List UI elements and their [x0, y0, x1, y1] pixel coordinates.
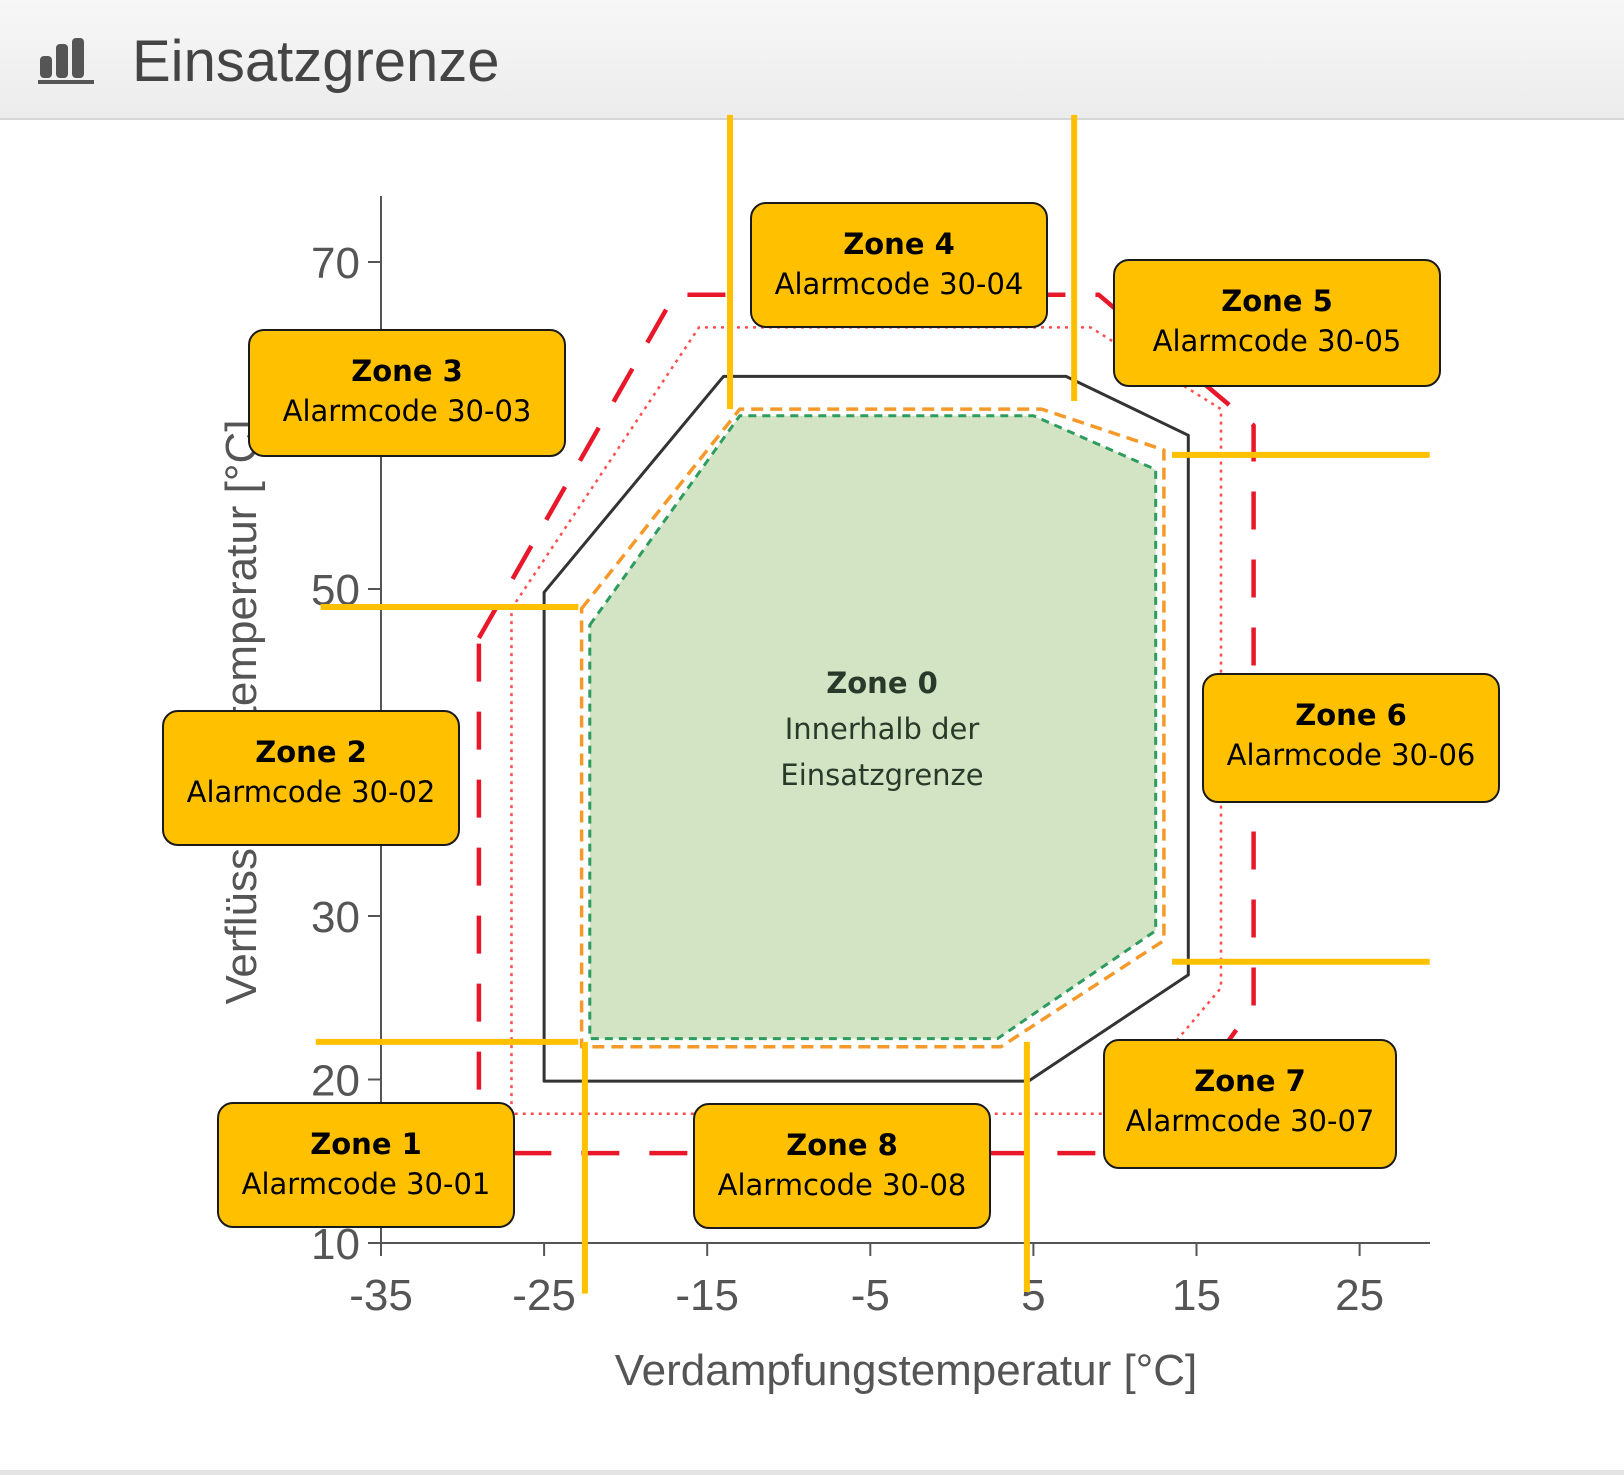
y-tick-label: 70: [311, 239, 360, 288]
envelope-orange-dashed: [579, 407, 1166, 1049]
zone-name: Zone 7: [1194, 1064, 1306, 1098]
y-tick-label: 30: [311, 893, 360, 942]
bar-chart-icon: [38, 38, 94, 84]
y-tick-label: 20: [311, 1057, 360, 1106]
zone-7-box: Zone 7 Alarmcode 30-07: [1103, 1039, 1397, 1169]
zone-alarm-code: Alarmcode 30-06: [1226, 738, 1476, 772]
zone-alarm-code: Alarmcode 30-07: [1125, 1104, 1375, 1138]
zone-alarm-code: Alarmcode 30-05: [1152, 324, 1402, 358]
x-tick-label: 25: [1335, 1271, 1384, 1320]
zone-alarm-code: Alarmcode 30-08: [717, 1168, 967, 1202]
window-titlebar: Einsatzgrenze: [0, 0, 1624, 120]
x-axis-title: Verdampfungstemperatur [°C]: [615, 1346, 1198, 1395]
x-tick-label: -25: [512, 1271, 576, 1320]
x-tick-label: -15: [675, 1271, 739, 1320]
zone-6-box: Zone 6 Alarmcode 30-06: [1202, 673, 1500, 803]
zone-dividers: [315, 114, 1430, 1294]
zone-alarm-code: Alarmcode 30-04: [774, 267, 1024, 301]
window-bottom-border: [0, 1470, 1624, 1475]
zone-name: Zone 5: [1221, 284, 1333, 318]
zone-name: Zone 3: [351, 354, 463, 388]
zone-0-label: Zone 0 Innerhalb der Einsatzgrenze: [732, 660, 1032, 798]
zone-name: Zone 1: [310, 1127, 422, 1161]
zone-0-name: Zone 0: [826, 666, 938, 700]
zone-alarm-code: Alarmcode 30-03: [282, 394, 532, 428]
y-tick-label: 10: [311, 1220, 360, 1269]
zone-name: Zone 8: [786, 1128, 898, 1162]
zone-0-description-line2: Einsatzgrenze: [780, 758, 984, 792]
envelope-red-dotted: [510, 326, 1223, 1116]
zone-3-box: Zone 3 Alarmcode 30-03: [248, 329, 566, 457]
envelope-black-solid: [542, 374, 1190, 1083]
x-tick-label: -5: [851, 1271, 890, 1320]
zone-name: Zone 2: [255, 735, 367, 769]
zone-name: Zone 6: [1295, 698, 1407, 732]
zone-2-box: Zone 2 Alarmcode 30-02: [162, 710, 460, 846]
zone-0-description-line1: Innerhalb der: [784, 712, 980, 746]
x-tick-label: -35: [349, 1271, 413, 1320]
x-tick-label: 15: [1172, 1271, 1221, 1320]
window-title: Einsatzgrenze: [132, 29, 500, 94]
zone-alarm-code: Alarmcode 30-01: [241, 1167, 491, 1201]
zone-alarm-code: Alarmcode 30-02: [186, 775, 436, 809]
zone-5-box: Zone 5 Alarmcode 30-05: [1113, 259, 1441, 387]
zone-8-box: Zone 8 Alarmcode 30-08: [693, 1103, 991, 1229]
zone-name: Zone 4: [843, 227, 955, 261]
zone-4-box: Zone 4 Alarmcode 30-04: [750, 202, 1048, 328]
envelope-lines: [476, 292, 1256, 1156]
envelope-green-dashed-filled: [588, 414, 1158, 1041]
zone-1-box: Zone 1 Alarmcode 30-01: [217, 1102, 515, 1228]
